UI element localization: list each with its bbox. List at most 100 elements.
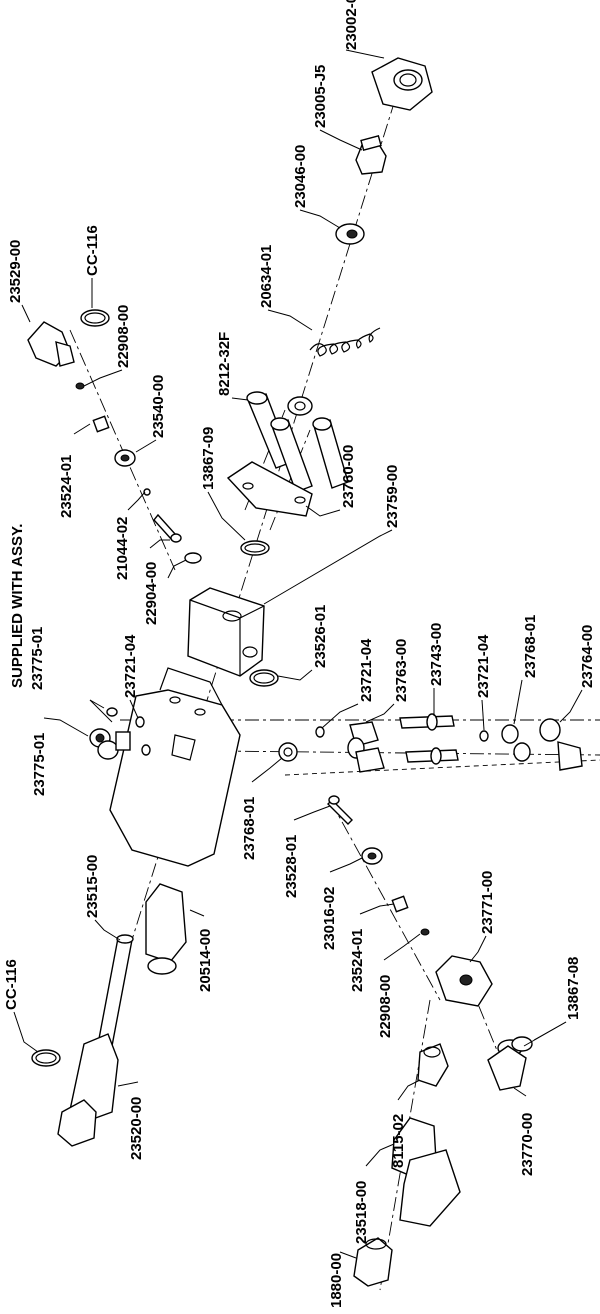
leader-23768-01-right <box>513 679 523 725</box>
leader-23005-j5 <box>319 129 363 151</box>
part-23775-01-knobs <box>89 707 131 760</box>
leader-21044-02 <box>127 491 146 511</box>
part-23760-00-flange <box>226 461 313 517</box>
part-washer-small <box>184 552 202 564</box>
leader-23763-00 <box>365 703 395 723</box>
part-23016-02-fitting <box>361 847 383 865</box>
leader-23524-01-bot <box>359 903 395 915</box>
label-23763-00: 23763-00 <box>393 639 410 702</box>
leader-23770-00 <box>513 1087 527 1097</box>
part-23768-01-spacer-mid <box>278 742 298 762</box>
leader-washer-small <box>167 559 187 579</box>
part-23763-00-sleeves <box>347 721 385 773</box>
leader-23760-00 <box>305 505 341 517</box>
label-23759-00: 23759-00 <box>384 465 401 528</box>
part-21044-02-ball <box>143 488 151 496</box>
part-number-labels: 23002-00 23005-J5 23046-00 20634-01 2352… <box>3 0 596 1308</box>
leader-23529-00 <box>21 304 31 323</box>
leader-23520-00 <box>117 1081 139 1087</box>
label-23775-01-top: 23775-01 <box>29 627 46 690</box>
part-23529-00-fitting <box>27 321 75 367</box>
part-8212-32f-bolts <box>246 391 349 493</box>
part-23768-01-spacer-right <box>501 724 531 762</box>
label-supplied-with-assy: SUPPLIED WITH ASSY. <box>9 524 26 688</box>
label-23775-01-left: 23775-01 <box>31 733 48 796</box>
label-23770-00: 23770-00 <box>519 1113 536 1176</box>
part-23520-00-fitting <box>57 1033 119 1147</box>
part-20514-00-fitting <box>145 883 187 975</box>
part-23002-00-hex-nut <box>371 57 433 111</box>
part-23743-00-pins <box>399 713 459 765</box>
label-23520-00: 23520-00 <box>128 1097 145 1160</box>
part-20634-01-spring <box>309 327 381 357</box>
label-23529-00: 23529-00 <box>7 240 24 303</box>
label-23046-00: 23046-00 <box>292 145 309 208</box>
part-23770-00-plug <box>487 1045 527 1091</box>
part-23721-04-washer-c <box>479 730 489 742</box>
leader-lines <box>13 49 583 1259</box>
part-23764-00-caps <box>539 718 583 771</box>
part-1880-00-fitting <box>353 1237 393 1287</box>
label-21044-02: 21044-02 <box>114 517 131 580</box>
part-23046-00-bearing <box>335 223 365 245</box>
label-23515-00: 23515-00 <box>84 855 101 918</box>
leader-23002-00 <box>345 49 385 59</box>
part-23524-01-filter-top <box>92 415 110 433</box>
label-22904-00: 22904-00 <box>143 562 160 625</box>
label-22908-00-top: 22908-00 <box>115 305 132 368</box>
label-8115-02: 8115-02 <box>390 1114 407 1168</box>
leader-22908-00-top <box>83 369 123 387</box>
leader-23540-00 <box>135 439 157 453</box>
part-22908-00-washer-top <box>75 382 85 390</box>
label-20514-00: 20514-00 <box>197 929 214 992</box>
leader-22904-00 <box>149 539 170 549</box>
label-20634-01: 20634-01 <box>258 245 275 308</box>
label-23760-00: 23760-00 <box>340 445 357 508</box>
label-23005-j5: 23005-J5 <box>312 65 329 128</box>
bottom-axis-line <box>379 999 431 1291</box>
part-main-body-housing <box>109 667 241 867</box>
part-22908-00-washer-bottom <box>420 928 430 936</box>
label-23518-00: 23518-00 <box>353 1181 370 1244</box>
label-23721-04-b: 23721-04 <box>358 638 375 702</box>
label-cc116-top: CC-116 <box>84 225 101 276</box>
leader-22908-00-bot <box>383 933 421 961</box>
leader-23721-04-b <box>321 703 359 729</box>
part-23771-00-block <box>435 955 493 1007</box>
leader-23759-00 <box>263 529 393 605</box>
leader-13867-08-b <box>523 1021 567 1047</box>
part-8115-02-nipple <box>417 1043 449 1087</box>
lower-right-axis-line <box>329 799 441 1001</box>
part-23721-04-washers-left <box>135 716 151 756</box>
part-23528-01-pin <box>327 795 353 825</box>
label-23016-02: 23016-02 <box>321 887 338 950</box>
part-cc116-oring-top <box>80 309 110 327</box>
leader-8212-32f <box>231 397 249 401</box>
hidden-line <box>284 759 600 776</box>
label-23771-00: 23771-00 <box>479 871 496 934</box>
leader-23046-00 <box>299 209 341 229</box>
leader-23721-04-c <box>481 699 485 731</box>
label-23002-00: 23002-00 <box>343 0 360 50</box>
label-23768-01-right: 23768-01 <box>522 615 539 678</box>
leader-cc116-bot <box>13 1011 39 1053</box>
part-23005-j5-nozzle <box>355 134 387 175</box>
label-8212-32f: 8212-32F <box>216 332 233 396</box>
leader-23518-00 <box>365 1143 395 1167</box>
label-22908-00-bot: 22908-00 <box>377 975 394 1038</box>
leader-23768-01-mid <box>251 757 283 783</box>
label-1880-00: 1880-00 <box>328 1253 345 1308</box>
part-23518-00-ball-valve <box>391 1117 461 1227</box>
label-23768-01-mid: 23768-01 <box>241 797 258 860</box>
leader-13867-09 <box>207 491 246 541</box>
leader-supplied-1 <box>89 699 105 709</box>
part-23721-04-washer-b <box>315 726 325 738</box>
label-23721-04-c: 23721-04 <box>475 634 492 698</box>
label-23764-00: 23764-00 <box>579 625 596 688</box>
part-23526-01-oring <box>249 669 279 687</box>
leader-8115-02 <box>397 1079 421 1101</box>
leader-23771-00 <box>469 935 487 963</box>
part-23540-00-fitting <box>114 449 136 467</box>
